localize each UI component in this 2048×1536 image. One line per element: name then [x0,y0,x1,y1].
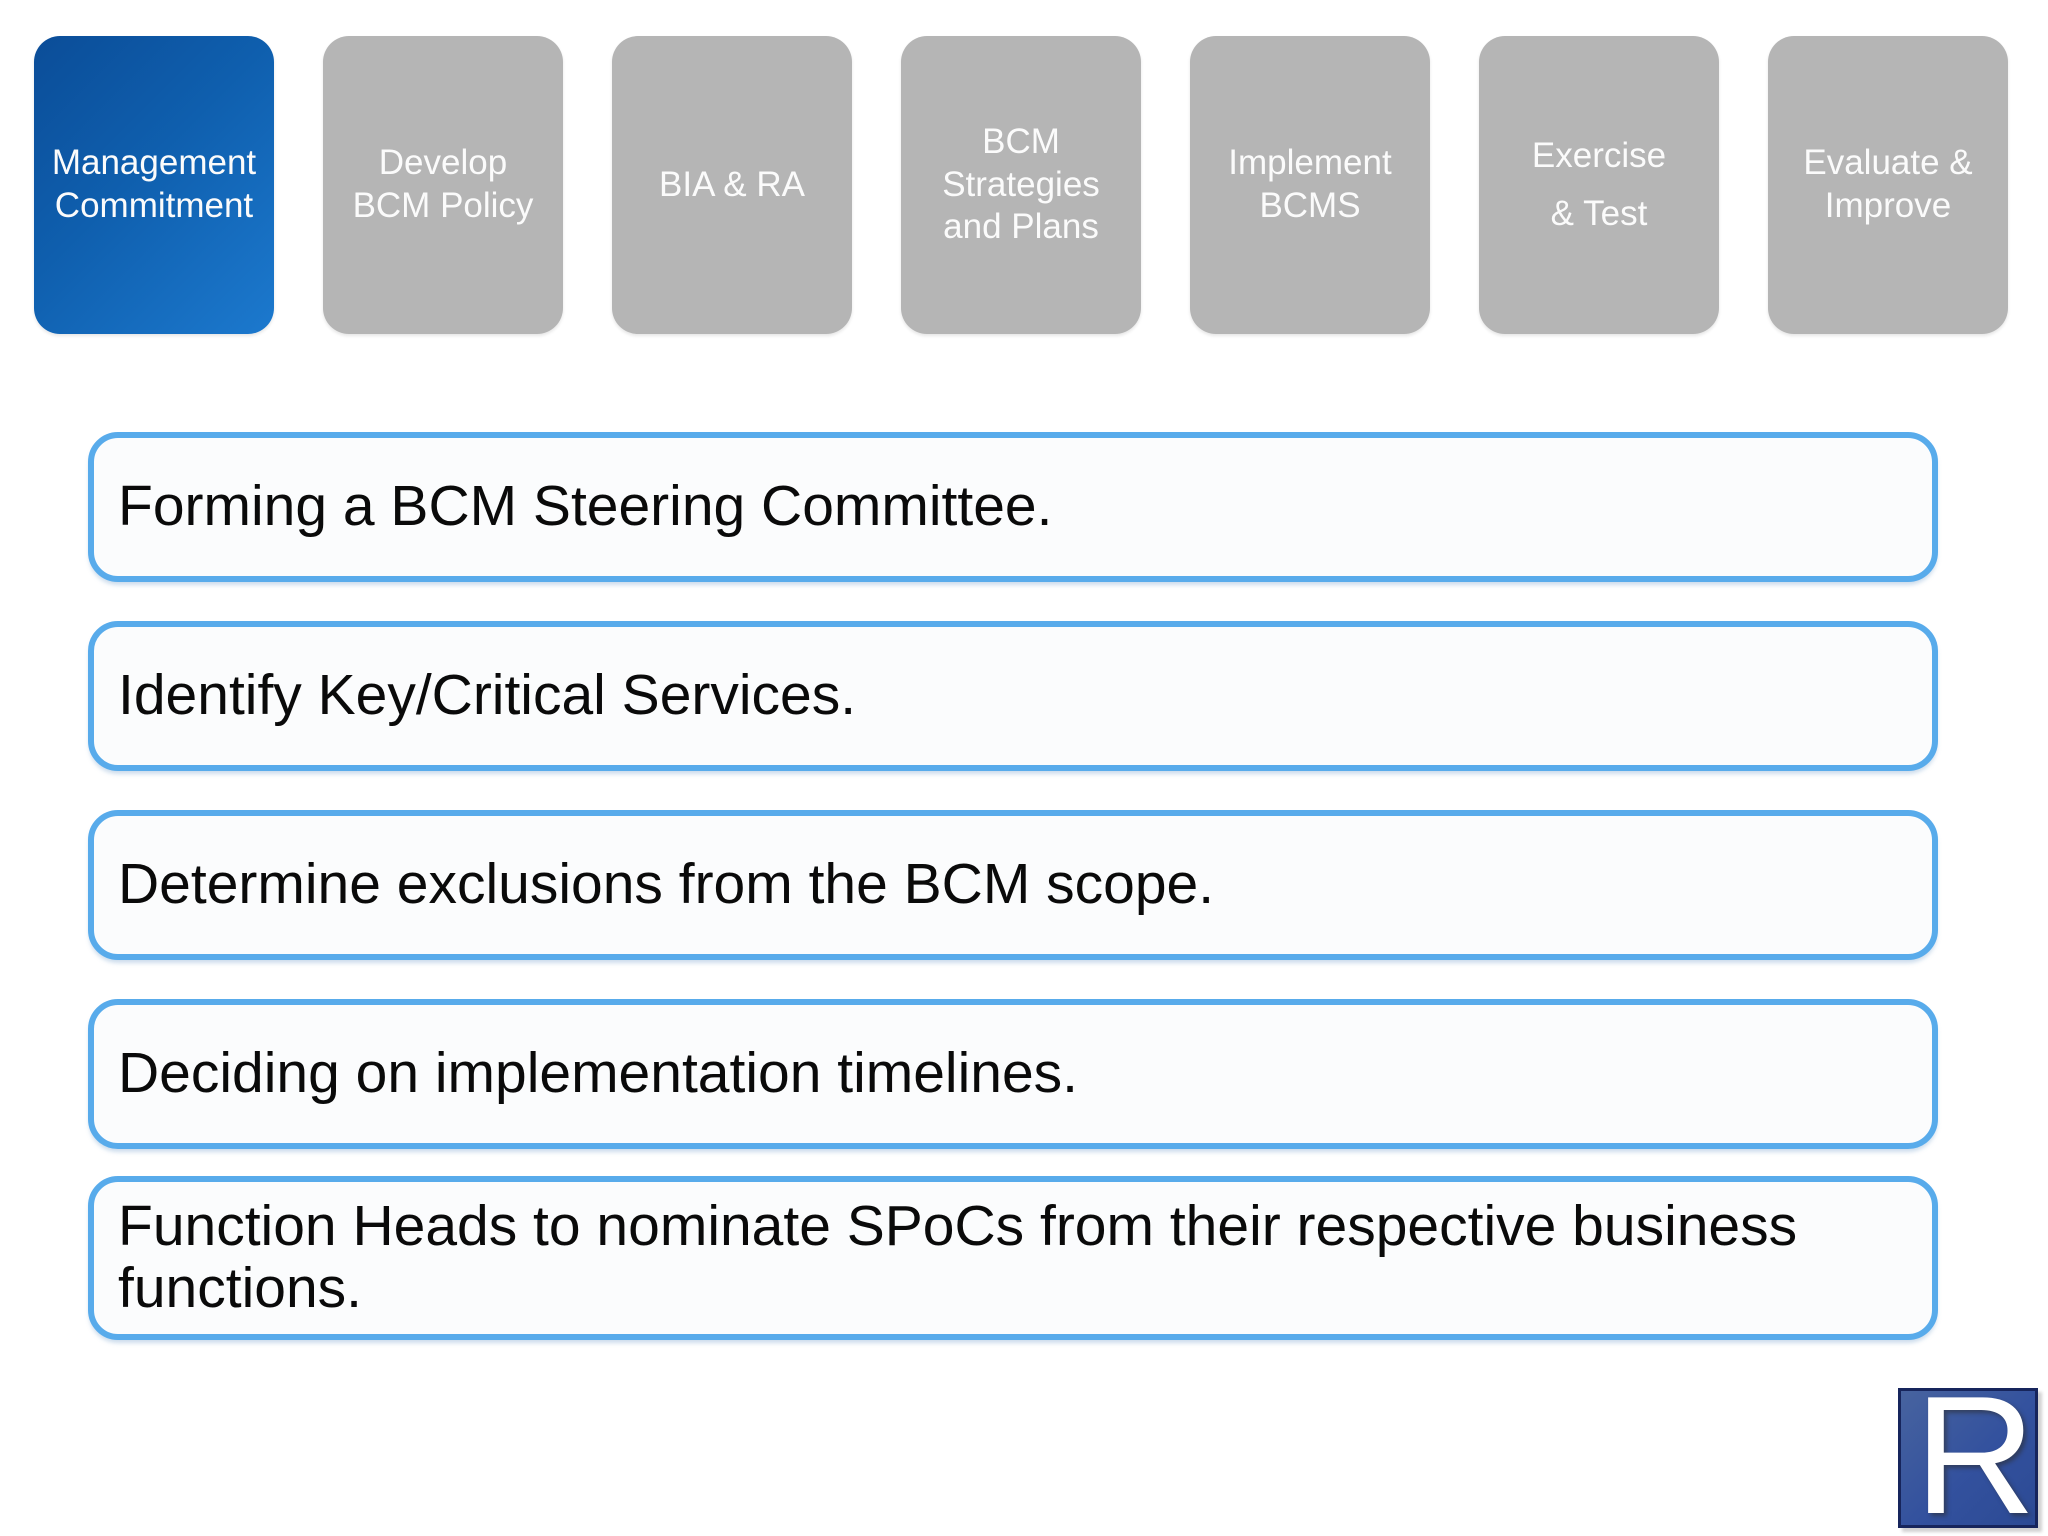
r-logo: R [1898,1361,2038,1536]
step-label: Exercise & Test [1531,136,1667,233]
activity-box-scope-exclusions: Determine exclusions from the BCM scope. [88,810,1938,960]
step-management-commitment: Management Commitment [34,36,274,334]
activity-box-nominate-spocs: Function Heads to nominate SPoCs from th… [88,1176,1938,1340]
step-label: Evaluate & Improve [1803,143,1973,225]
activity-box-steering-committee: Forming a BCM Steering Committee. [88,432,1938,582]
activity-text: Forming a BCM Steering Committee. [118,474,1053,539]
step-label: Management Commitment [51,143,257,225]
step-exercise-test: Exercise & Test [1479,36,1719,334]
activity-text: Identify Key/Critical Services. [118,663,857,728]
activity-text: Function Heads to nominate SPoCs from th… [118,1194,1798,1320]
step-evaluate-improve: Evaluate & Improve [1768,36,2008,334]
activity-box-key-critical-services: Identify Key/Critical Services. [88,621,1938,771]
step-bcm-strategies-and-plans: BCM Strategies and Plans [901,36,1141,334]
step-bia-ra: BIA & RA [612,36,852,334]
step-label: Develop BCM Policy [352,143,534,225]
step-label: BIA & RA [659,164,805,204]
step-develop-bcm-policy: Develop BCM Policy [323,36,563,334]
activity-text: Deciding on implementation timelines. [118,1041,1078,1106]
r-logo-letter: R [1914,1361,2036,1536]
activity-box-implementation-timelines: Deciding on implementation timelines. [88,999,1938,1149]
step-label: Implement BCMS [1228,143,1392,225]
step-implement-bcms: Implement BCMS [1190,36,1430,334]
activity-text: Determine exclusions from the BCM scope. [118,852,1215,917]
step-label: BCM Strategies and Plans [942,121,1100,247]
process-steps-row: Management Commitment Develop BCM Policy… [34,36,2008,334]
